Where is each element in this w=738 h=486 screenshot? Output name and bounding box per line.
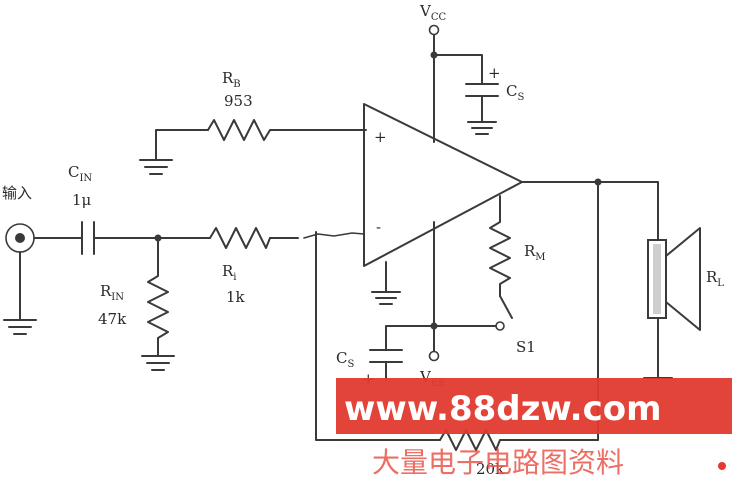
rin-label: R [100, 282, 112, 300]
rin-sub: IN [111, 292, 124, 303]
switch-s1-label: S1 [516, 338, 536, 356]
rm-sub: M [535, 252, 545, 263]
speaker-rl [647, 227, 701, 331]
rb-label: R [222, 69, 234, 87]
vcc-rail [428, 24, 499, 143]
resistor-ri [209, 227, 365, 249]
cs-top-sub: S [517, 92, 524, 103]
op-amp [363, 103, 523, 267]
rl-label: R [706, 268, 718, 286]
vcc-label: V [419, 2, 432, 20]
opamp-plus: + [374, 128, 387, 146]
rf-value: 20k [476, 460, 505, 478]
ri-value: 1k [226, 288, 246, 306]
rin-value: 47k [98, 310, 127, 328]
svg-text:CIN: CIN [68, 163, 92, 184]
cs-top-plus: + [488, 64, 501, 82]
ri-sub: i [233, 272, 236, 283]
input-jack [3, 223, 37, 335]
cin-sub: IN [79, 173, 92, 184]
rl-sub: L [717, 278, 724, 289]
svg-text:VCC: VCC [419, 2, 446, 23]
vee-rail [369, 221, 440, 381]
resistor-rm [433, 195, 513, 331]
svg-text:CS: CS [506, 82, 524, 103]
svg-text:RIN: RIN [100, 282, 124, 303]
vcc-sub: CC [431, 12, 447, 23]
svg-text:Ri: Ri [222, 262, 237, 283]
watermark: www.88dzw.com 大量电子电路图资料 [336, 378, 732, 479]
svg-text:CS: CS [336, 349, 354, 370]
opamp-ground [371, 261, 401, 305]
svg-text:RL: RL [706, 268, 724, 289]
resistor-rb [139, 119, 367, 175]
feedback-path [315, 231, 599, 451]
ri-label: R [222, 262, 234, 280]
rb-value: 953 [224, 92, 253, 110]
cin-value: 1μ [72, 191, 92, 209]
rm-label: R [524, 242, 536, 260]
cs-bottom-sub: S [347, 359, 354, 370]
capacitor-cin [81, 221, 95, 255]
svg-text:RB: RB [222, 69, 241, 90]
cin-label: C [68, 163, 79, 181]
watermark-url: www.88dzw.com [344, 389, 662, 429]
cs-bottom-label: C [336, 349, 347, 367]
input-label: 输入 [2, 184, 32, 202]
watermark-cn: 大量电子电路图资料 [372, 446, 624, 479]
rb-sub: B [233, 79, 240, 90]
opamp-minus: - [376, 218, 381, 236]
resistor-rin [141, 237, 175, 371]
cs-top-label: C [506, 82, 517, 100]
svg-text:RM: RM [524, 242, 546, 263]
